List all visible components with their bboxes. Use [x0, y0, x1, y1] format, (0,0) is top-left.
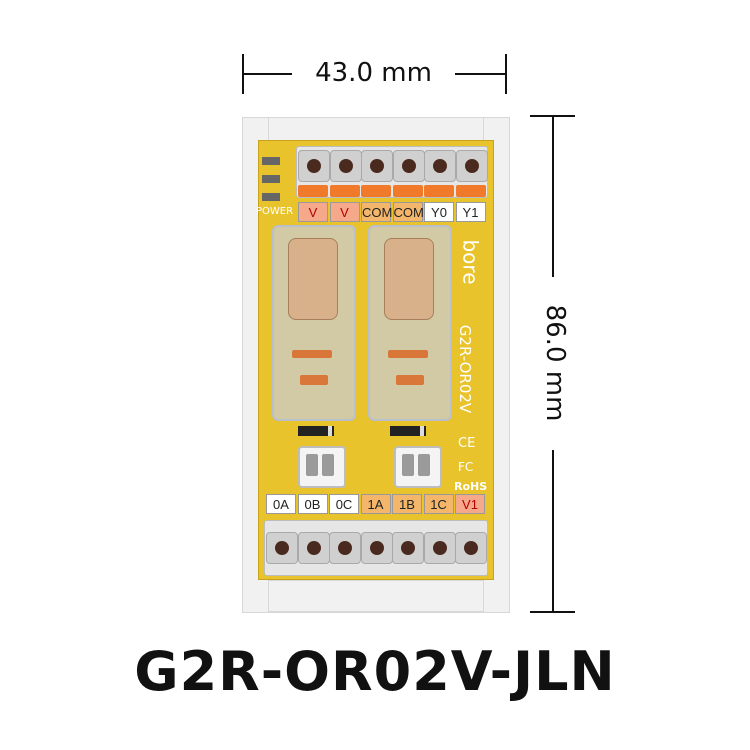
rail-clip-bottom — [268, 580, 484, 612]
relay-2-coil — [384, 238, 434, 320]
rohs-mark: RoHS — [454, 480, 488, 493]
bottom-terminal-label-6: V1 — [455, 494, 485, 514]
width-dim-left-tick — [242, 54, 244, 94]
top-terminal-label-2: COM — [361, 202, 392, 222]
diode-2 — [390, 426, 426, 436]
bottom-terminal-screw-0 — [266, 532, 298, 564]
top-terminal-screw-0 — [298, 150, 330, 182]
diode-1 — [298, 426, 334, 436]
bottom-terminal-label-1: 0B — [297, 494, 328, 514]
ce-mark: CE — [458, 436, 476, 451]
bottom-terminal-screw-2 — [329, 532, 361, 564]
led-indicator-1 — [262, 157, 280, 165]
coil-connector-2-slot-b — [418, 454, 430, 476]
height-dim-top-line — [552, 117, 554, 277]
width-dim-right-line — [455, 73, 505, 75]
bottom-terminal-screw-3 — [360, 532, 393, 564]
top-terminal-lever-1 — [329, 185, 360, 197]
top-terminal-lever-2 — [361, 185, 391, 197]
top-terminal-lever-5 — [455, 185, 486, 197]
height-dim-top-tick — [530, 115, 575, 117]
brand-label: bore — [458, 239, 483, 285]
top-terminal-screw-4 — [424, 150, 456, 182]
top-terminal-label-3: COM — [392, 202, 424, 222]
fc-mark: FC — [458, 460, 474, 474]
power-label: POWER — [256, 206, 294, 217]
led-indicator-2 — [262, 175, 280, 183]
bottom-terminal-label-4: 1B — [392, 494, 422, 514]
height-dim-bottom-tick — [530, 611, 575, 613]
relay-1-contact — [292, 350, 332, 358]
bottom-terminal-screw-1 — [297, 532, 330, 564]
diode-1-band — [328, 426, 332, 436]
top-terminal-label-5: Y1 — [455, 202, 486, 222]
bottom-terminal-screw-5 — [423, 532, 456, 564]
board-model-label: G2R-OR02V — [456, 324, 474, 414]
led-indicator-3 — [262, 193, 280, 201]
height-dim-bottom-line — [552, 450, 554, 611]
bottom-terminal-screw-4 — [392, 532, 424, 564]
top-terminal-label-4: Y0 — [424, 202, 454, 222]
top-terminal-lever-4 — [424, 185, 454, 197]
diode-2-band — [420, 426, 424, 436]
relay-1 — [272, 225, 356, 421]
width-dim-label: 43.0 mm — [315, 58, 432, 88]
relay-2-contact — [388, 350, 428, 358]
relay-2-contact-2 — [396, 375, 424, 385]
top-terminal-screw-1 — [329, 150, 362, 182]
width-dim-right-tick — [505, 54, 507, 94]
top-terminal-screw-2 — [361, 150, 393, 182]
coil-connector-2-slot-a — [402, 454, 414, 476]
top-terminal-screw-5 — [455, 150, 488, 182]
coil-connector-1-slot-a — [306, 454, 318, 476]
bottom-terminal-screw-6 — [455, 532, 487, 564]
bottom-terminal-label-3: 1A — [360, 494, 391, 514]
bottom-terminal-label-5: 1C — [423, 494, 454, 514]
top-terminal-label-0: V — [298, 202, 328, 222]
top-terminal-screw-3 — [392, 150, 425, 182]
model-name: G2R-OR02V-JLN — [134, 640, 616, 703]
relay-1-coil — [288, 238, 338, 320]
bottom-terminal-label-0: 0A — [266, 494, 296, 514]
top-terminal-label-1: V — [329, 202, 360, 222]
top-terminal-lever-3 — [392, 185, 423, 197]
coil-connector-1-slot-b — [322, 454, 334, 476]
width-dim-left-line — [244, 73, 292, 75]
height-dim-label: 86.0 mm — [540, 304, 570, 422]
bottom-terminal-label-2: 0C — [329, 494, 359, 514]
relay-1-contact-2 — [300, 375, 328, 385]
top-terminal-lever-0 — [298, 185, 328, 197]
